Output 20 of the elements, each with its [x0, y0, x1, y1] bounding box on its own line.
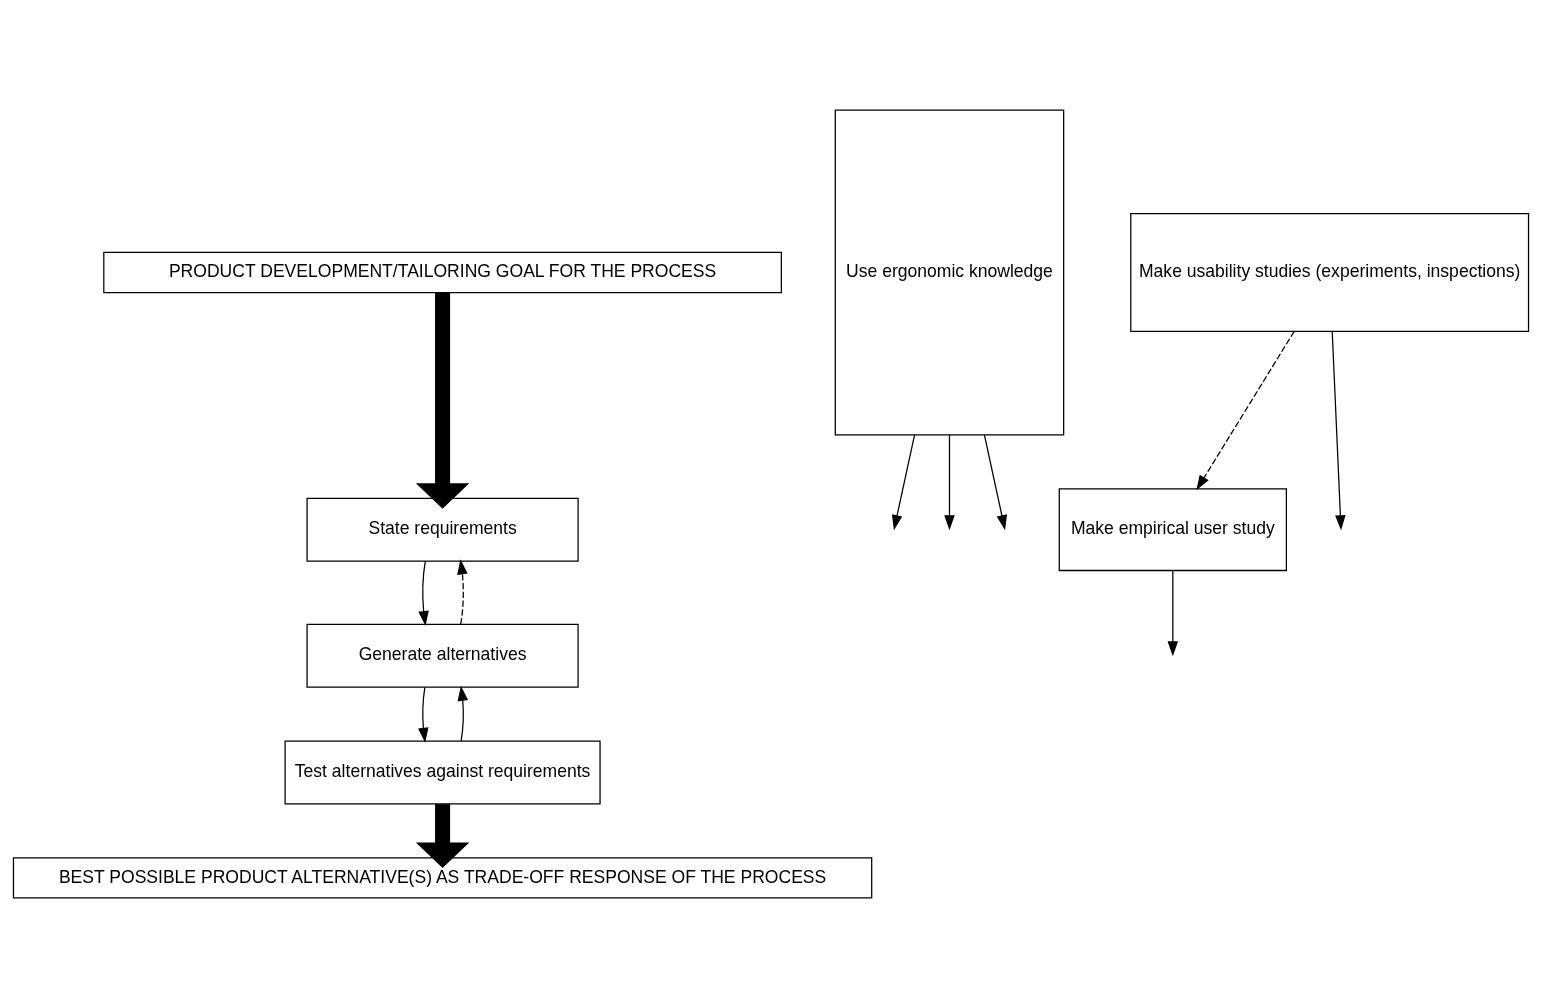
arrow	[457, 685, 469, 742]
arrow	[1196, 330, 1295, 491]
arrow	[418, 560, 429, 627]
arrow	[891, 434, 916, 531]
arrow	[457, 559, 468, 625]
arrow	[1167, 570, 1179, 657]
node-box: Make usability studies (experiments, inspections)	[1130, 212, 1530, 333]
arrow	[1331, 330, 1346, 531]
node-box: Generate alternatives	[306, 623, 579, 688]
node-box: Make empirical user study	[1058, 488, 1287, 572]
arrow	[944, 434, 955, 531]
arrow	[415, 292, 470, 509]
node-box: BEST POSSIBLE PRODUCT ALTERNATIVE(S) AS TRADE-OFF RESPONSE OF THE PROCESS	[12, 857, 873, 899]
node-box: State requirements	[306, 497, 579, 562]
node-box: PRODUCT DEVELOPMENT/TAILORING GOAL FOR THE PROCESS	[103, 251, 782, 294]
arrow	[418, 687, 429, 743]
node-box: Use ergonomic knowledge	[834, 109, 1065, 436]
arrow	[415, 804, 470, 868]
node-box: Test alternatives against requirements	[284, 740, 601, 805]
arrow	[983, 434, 1008, 531]
